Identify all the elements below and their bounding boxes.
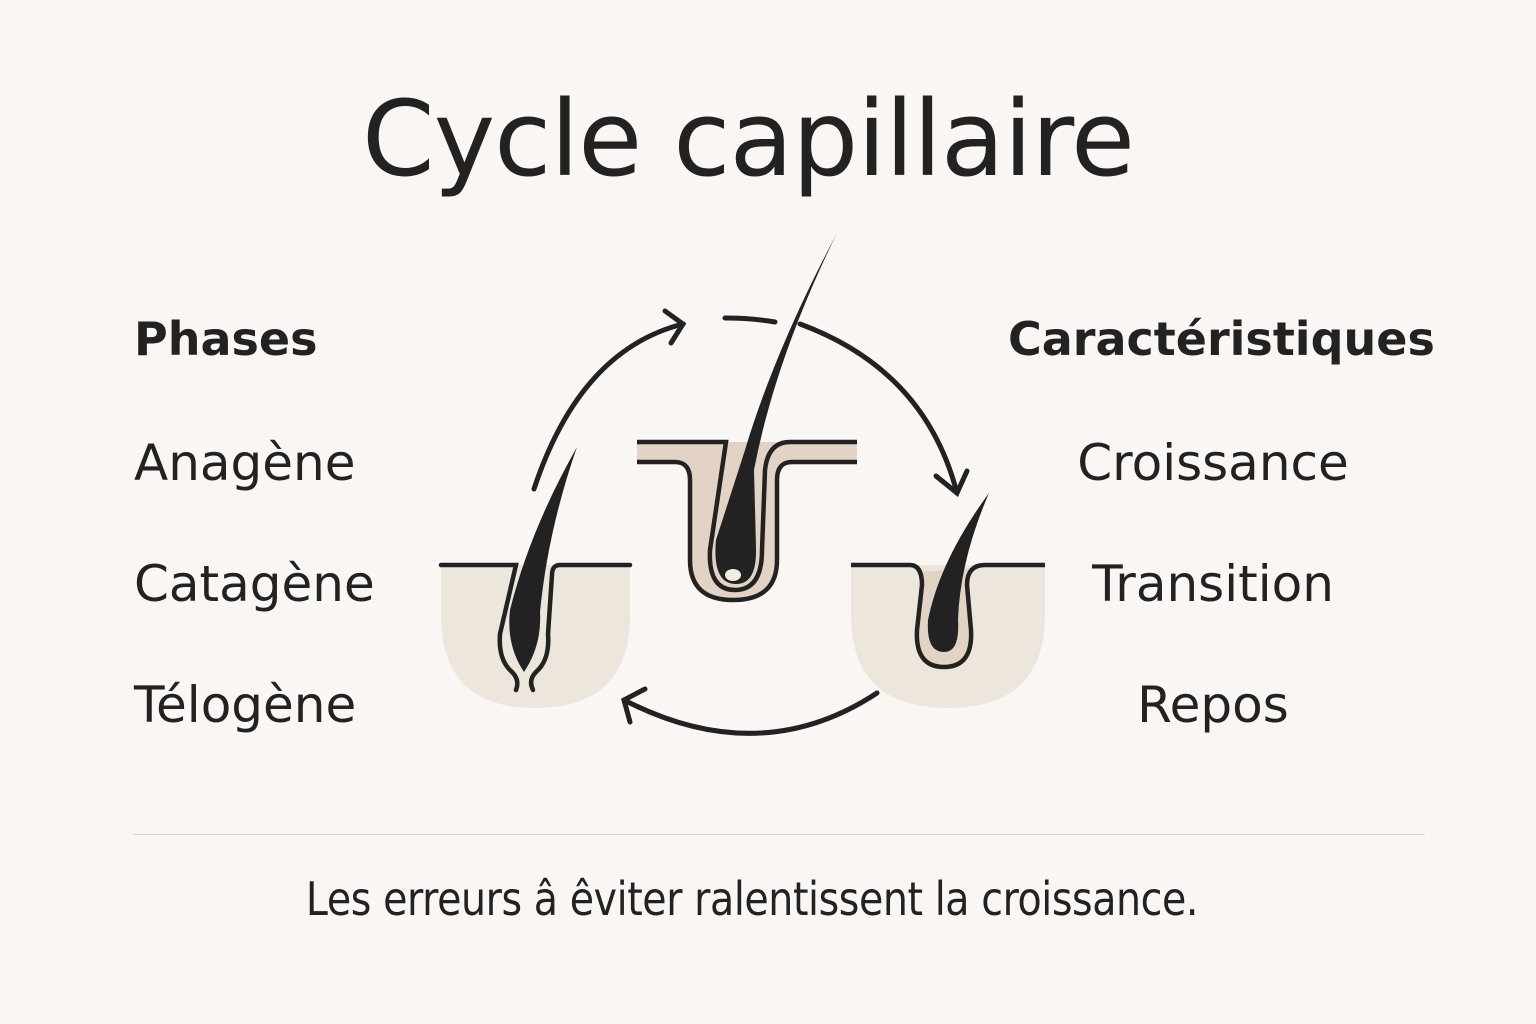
arrowhead-up-left — [662, 308, 687, 346]
phases-header: Phases — [134, 312, 318, 366]
arrowhead-bottom — [621, 686, 648, 725]
arrow-bottom — [621, 690, 880, 736]
cycle-arrows — [531, 308, 970, 736]
page-title: Cycle capillaire — [362, 78, 1135, 200]
characteristic-growth: Croissance — [1077, 434, 1349, 492]
follicle-right-icon — [851, 493, 1045, 708]
arc-top-segment — [722, 315, 778, 325]
follicle-center-icon — [637, 235, 857, 603]
footer-caption: Les erreurs â êviter ralentissent la cro… — [305, 872, 1199, 926]
phase-telogen: Télogène — [134, 676, 357, 734]
divider — [133, 834, 1425, 835]
phase-catagen: Catagène — [134, 555, 375, 613]
phase-anagen: Anagène — [134, 434, 356, 492]
arrowhead-right-down — [933, 468, 970, 497]
arrow-right-down — [797, 321, 960, 496]
follicle-left-icon — [438, 447, 633, 708]
characteristic-transition: Transition — [1092, 555, 1334, 613]
characteristic-rest: Repos — [1137, 676, 1289, 734]
arrow-up-left — [531, 321, 686, 492]
characteristics-header: Caractéristiques — [1008, 312, 1435, 366]
